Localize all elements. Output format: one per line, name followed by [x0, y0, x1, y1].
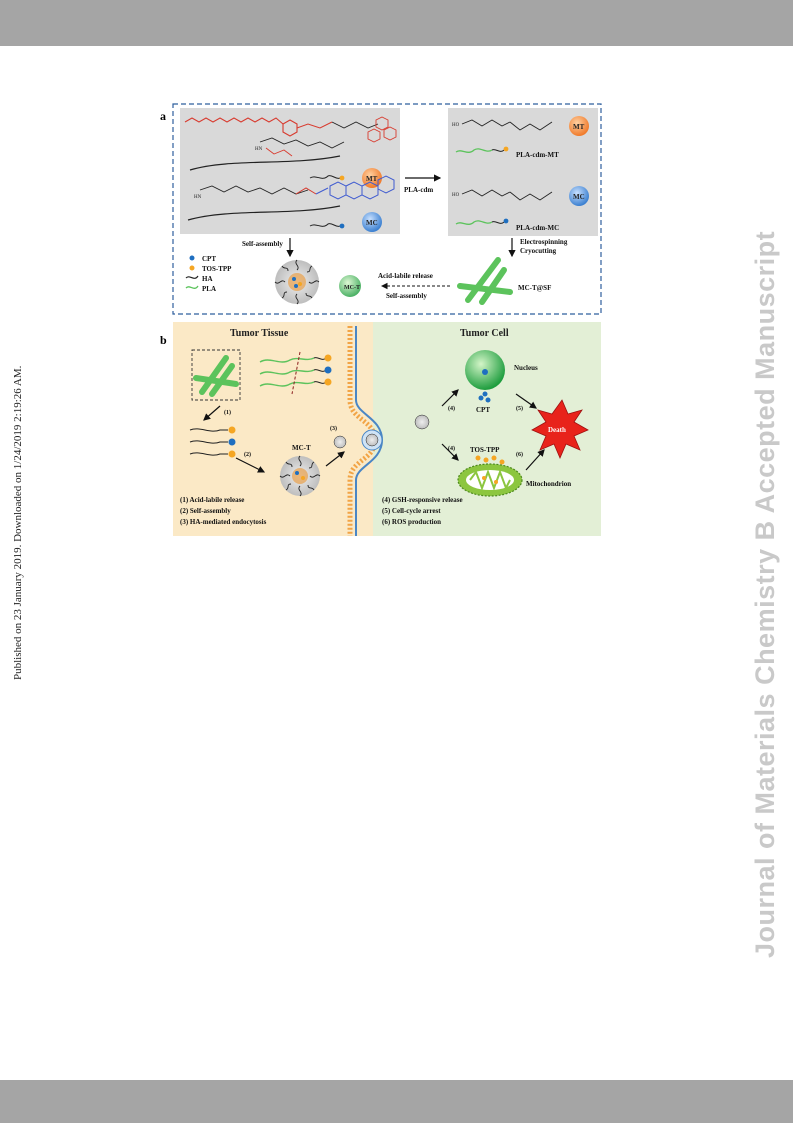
step-2: (2)	[244, 451, 251, 458]
svg-text:HN: HN	[255, 147, 263, 152]
publication-note: Published on 23 January 2019. Downloaded…	[12, 365, 24, 680]
micelle-b-label: MC-T	[292, 444, 311, 452]
self-assembly-step: Self-assembly	[242, 240, 283, 248]
released-micelle	[414, 414, 430, 430]
figure-scheme: a HN MT HN MC PLA-cdm HO MT PLA-cdm-MT H…	[160, 103, 602, 536]
reagent-label: PLA-cdm	[404, 186, 433, 194]
cell-membrane	[347, 326, 384, 536]
footer-bar	[0, 1080, 793, 1123]
step-4b: (4)	[448, 445, 455, 452]
tostpp-label: TOS-TPP	[470, 446, 500, 454]
legend-ha: HA	[202, 275, 213, 283]
mct-badge-a	[339, 275, 361, 297]
note-left-2: (2) Self-assembly	[180, 507, 231, 515]
cleaved-chains	[259, 351, 332, 395]
compound-mt-label: PLA-cdm-MT	[516, 151, 559, 159]
note-left-3: (3) HA-mediated endocytosis	[180, 518, 267, 526]
svg-text:MC: MC	[573, 193, 585, 201]
legend-pla: PLA	[202, 285, 216, 293]
note-right-3: (6) ROS production	[382, 518, 441, 526]
death-label: Death	[548, 426, 566, 434]
panel-a-label: a	[160, 109, 166, 123]
svg-text:HO: HO	[452, 123, 460, 128]
step-4a: (4)	[448, 405, 455, 412]
micelle-a	[274, 259, 320, 305]
legend-tostpp: TOS-TPP	[202, 265, 232, 273]
note-left-1: (1) Acid-labile release	[180, 496, 244, 504]
fiber-label: MC-T@SF	[518, 284, 551, 292]
svg-text:MT: MT	[366, 175, 378, 183]
mc-badge	[362, 212, 382, 232]
tos-ring	[282, 119, 298, 137]
mitochondrion	[457, 463, 523, 497]
step-1: (1)	[224, 409, 231, 416]
compound-mc-label: PLA-cdm-MC	[516, 224, 559, 232]
death-burst	[531, 399, 589, 460]
nucleus-label: Nucleus	[514, 364, 538, 372]
cpt-label: CPT	[476, 406, 490, 414]
header-bar	[0, 0, 793, 46]
note-right-2: (5) Cell-cycle arrest	[382, 507, 441, 515]
svg-text:HO: HO	[452, 193, 460, 198]
fiber-box	[191, 349, 241, 401]
acid-labile-release-label: Acid-labile release	[378, 272, 433, 280]
svg-text:MT: MT	[573, 123, 585, 131]
step-3: (3)	[330, 425, 337, 432]
svg-text:MC-T: MC-T	[344, 285, 360, 291]
cryocutting-step: Cryocutting	[520, 247, 557, 255]
step-6: (6)	[516, 451, 523, 458]
panel-b-label: b	[160, 333, 167, 347]
panel-a-frame	[172, 103, 602, 315]
tumor-cell-title: Tumor Cell	[460, 328, 509, 339]
accepted-manuscript-watermark: Journal of Materials Chemistry B Accepte…	[750, 230, 780, 958]
legend-cpt: CPT	[202, 255, 216, 263]
self-assembly-label: Self-assembly	[386, 292, 427, 300]
fiber-bundle-a	[457, 257, 513, 305]
tumor-tissue-area	[173, 322, 373, 536]
mitochondrion-label: Mitochondrion	[526, 480, 571, 488]
step-5: (5)	[516, 405, 523, 412]
tumor-tissue-title: Tumor Tissue	[230, 328, 289, 339]
svg-text:HN: HN	[194, 195, 202, 200]
structure-box-left	[180, 108, 400, 234]
electrospinning-step: Electrospinning	[520, 238, 568, 246]
ha-backbone-top	[189, 155, 341, 171]
note-right-1: (4) GSH-responsive release	[382, 496, 463, 504]
svg-text:MC: MC	[366, 219, 378, 227]
tos-chain	[184, 117, 284, 125]
micelle-b	[279, 455, 321, 497]
ha-backbone-bottom	[187, 205, 341, 221]
